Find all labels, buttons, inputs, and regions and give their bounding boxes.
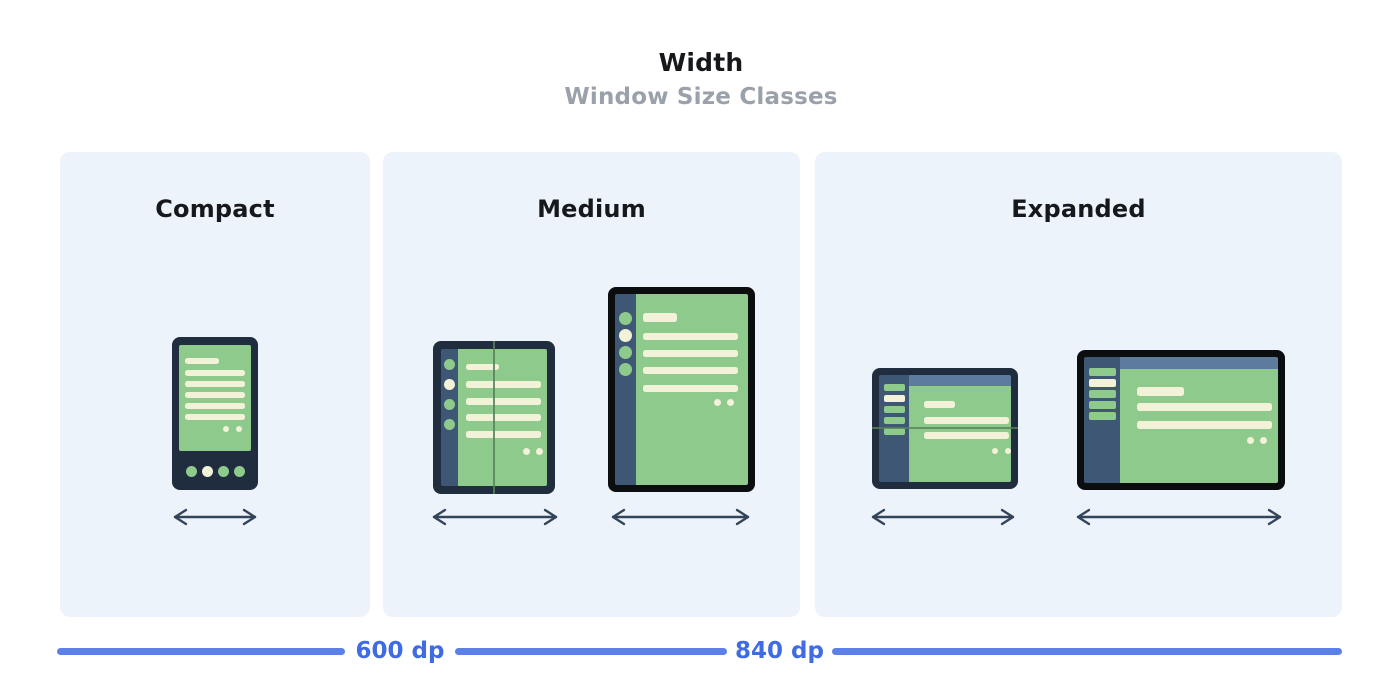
tablet-landscape-illustration (1077, 350, 1285, 490)
tablet-screen (1120, 369, 1278, 483)
sidebar-item (1088, 390, 1116, 398)
pagination-dot (1005, 448, 1011, 454)
rail-dot (444, 359, 455, 370)
pagination-dot (523, 448, 530, 455)
content-line (1137, 403, 1272, 411)
pagination-dot (727, 399, 734, 406)
app-topbar (909, 375, 1011, 386)
content-line (185, 381, 245, 387)
pagination-dot (223, 426, 229, 432)
rail-dot (619, 312, 632, 325)
phone-screen (179, 345, 251, 451)
horizontal-double-arrow-icon (608, 506, 753, 528)
pagination-dot (1247, 437, 1254, 444)
scale-line-segment (455, 648, 727, 655)
nav-dot (233, 465, 245, 477)
foldable-portrait-illustration (433, 341, 555, 494)
content-line (185, 392, 245, 398)
fold-crease (872, 427, 1018, 429)
pagination-dot (236, 426, 242, 432)
foldable-screen (458, 349, 547, 486)
sidebar-item (883, 417, 905, 424)
sidebar-item (1088, 368, 1116, 376)
content-line (924, 432, 1009, 439)
content-line (466, 381, 541, 388)
fold-crease (493, 341, 495, 494)
sidebar-item (1088, 401, 1116, 409)
rail-dot (619, 363, 632, 376)
sidebar-item-active (883, 395, 905, 402)
pagination-dot (714, 399, 721, 406)
content-line (643, 385, 738, 392)
sidebar-item (883, 428, 905, 435)
content-line (924, 401, 955, 408)
nav-sidebar (1084, 357, 1120, 483)
panel-compact-label: Compact (155, 195, 275, 223)
breakpoint-840dp-label: 840 dp (735, 638, 824, 664)
content-line (1137, 421, 1272, 429)
rail-dot (444, 419, 455, 430)
tablet-portrait-illustration (608, 287, 755, 492)
nav-rail (441, 349, 458, 486)
content-line (185, 414, 245, 420)
panel-medium-label: Medium (537, 195, 646, 223)
foldable-landscape-illustration (872, 368, 1018, 489)
panel-medium: Medium (383, 152, 800, 617)
phone-navbar (179, 458, 251, 484)
content-line (643, 367, 738, 374)
sidebar-item (1088, 412, 1116, 420)
foldable-screen (909, 386, 1011, 482)
sidebar-item (883, 406, 905, 413)
phone-portrait-illustration (172, 337, 258, 490)
content-line (466, 364, 499, 370)
nav-dot (185, 465, 197, 477)
horizontal-double-arrow-icon (1073, 506, 1285, 528)
sidebar-item-active (1088, 379, 1116, 387)
content-line (466, 398, 541, 405)
content-line (643, 333, 738, 340)
content-line (466, 414, 541, 421)
pagination-dot (1260, 437, 1267, 444)
panel-expanded-label: Expanded (1011, 195, 1146, 223)
rail-dot-active (619, 329, 632, 342)
nav-dot-active (201, 465, 213, 477)
rail-dot-active (444, 379, 455, 390)
rail-dot (619, 346, 632, 359)
content-line (643, 313, 677, 322)
content-line (466, 431, 541, 438)
breakpoint-600dp-label: 600 dp (355, 638, 445, 664)
content-line (185, 403, 245, 409)
scale-line-segment (832, 648, 1342, 655)
content-line (1137, 387, 1184, 396)
content-line (924, 417, 1009, 424)
page-subtitle: Window Size Classes (564, 84, 838, 110)
horizontal-double-arrow-icon (170, 506, 260, 528)
content-line (185, 358, 219, 364)
horizontal-double-arrow-icon (429, 506, 561, 528)
panel-expanded: Expanded (815, 152, 1342, 617)
nav-dot (217, 465, 229, 477)
sidebar-item (883, 384, 905, 391)
rail-dot (444, 399, 455, 410)
pagination-dot (536, 448, 543, 455)
tablet-screen (636, 294, 748, 485)
pagination-dot (992, 448, 998, 454)
content-line (643, 350, 738, 357)
scale-line-segment (57, 648, 345, 655)
content-line (185, 370, 245, 376)
panel-compact: Compact (60, 152, 370, 617)
horizontal-double-arrow-icon (868, 506, 1018, 528)
nav-rail (615, 294, 636, 485)
app-topbar (1120, 357, 1278, 369)
page-title: Width (658, 48, 744, 77)
